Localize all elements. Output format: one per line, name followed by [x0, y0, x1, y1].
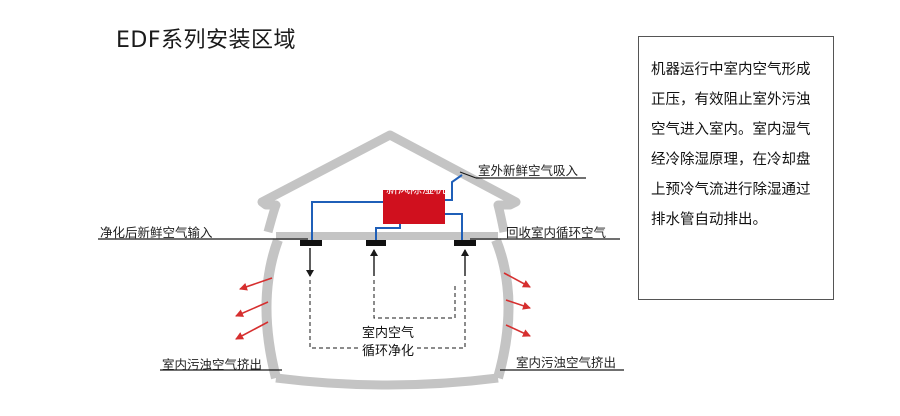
label-dirty-air-out-right: 室内污浊空气挤出 [516, 355, 617, 370]
house-ground [275, 373, 499, 390]
duct-intake [444, 174, 463, 201]
vent-middle [366, 240, 386, 246]
ducts [311, 174, 463, 240]
exhaust-arrow-right-1 [503, 272, 531, 288]
vent-right [454, 240, 476, 246]
house-right-wall [491, 238, 514, 380]
ceiling-slab [276, 232, 498, 240]
label-purified-air-input: 净化后新鲜空气输入 [100, 225, 213, 240]
duct-middle [375, 224, 401, 240]
exhaust-arrow-left-3 [235, 321, 269, 340]
description-text: 机器运行中室内空气形成正压，有效阻止室外污浊空气进入室内。室内湿气经冷除湿原理，… [651, 62, 811, 228]
indoor-circulation-label-line1: 室内空气 [360, 322, 417, 341]
exhaust-arrow-right-3 [505, 324, 531, 337]
exhaust-arrow-left-1 [239, 277, 273, 291]
circulation-dashed-paths [309, 280, 466, 349]
duct-left [311, 201, 385, 240]
callout-lines [98, 171, 624, 371]
label-fresh-air-intake: 室外新鲜空气吸入 [478, 163, 579, 178]
house-left-wall [261, 238, 283, 380]
vent-left [300, 240, 322, 246]
duct-right [444, 213, 463, 240]
label-dirty-air-out-left: 室内污浊空气挤出 [162, 357, 263, 372]
vents [300, 240, 476, 246]
exhaust-arrows [235, 272, 531, 340]
house-roof [257, 130, 521, 234]
indoor-circulation-label-line2: 循环净化 [360, 340, 417, 359]
description-box: 机器运行中室内空气形成正压，有效阻止室外污浊空气进入室内。室内湿气经冷除湿原理，… [638, 36, 834, 300]
fresh-air-dehumidifier-unit [383, 190, 445, 224]
page-title: EDF系列安装区域 [116, 28, 296, 53]
exhaust-arrow-right-2 [505, 299, 531, 310]
unit-name-label: 新风除湿机 [386, 182, 447, 196]
circulation-arrows [306, 248, 469, 277]
exhaust-arrow-left-2 [235, 301, 269, 317]
label-recycled-air: 回收室内循环空气 [506, 225, 607, 240]
leader-fresh-intake [459, 171, 477, 179]
